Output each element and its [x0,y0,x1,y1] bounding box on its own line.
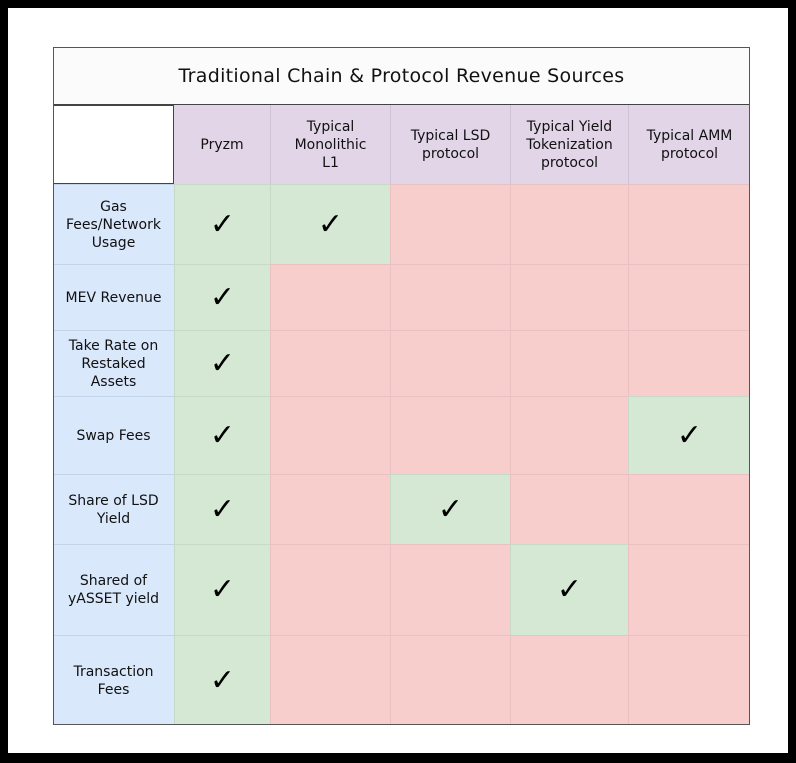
check-icon: ✓ [209,662,236,698]
cell-unsupported [510,264,628,330]
cell-supported: ✓ [390,474,510,544]
cell-supported: ✓ [628,396,750,474]
cell-unsupported [270,544,390,635]
row-header-take-rate: Take Rate on Restaked Assets [53,330,174,396]
cell-unsupported [510,396,628,474]
cell-unsupported [510,330,628,396]
cell-unsupported [628,184,750,264]
column-header-amm-protocol: Typical AMM protocol [628,105,750,184]
cell-unsupported [270,330,390,396]
check-icon: ✓ [209,417,236,453]
cell-unsupported [390,544,510,635]
cell-unsupported [270,635,390,725]
cell-supported: ✓ [174,264,270,330]
cell-unsupported [628,635,750,725]
check-icon: ✓ [209,279,236,315]
cell-unsupported [390,264,510,330]
column-header-monolithic-l1: Typical Monolithic L1 [270,105,390,184]
column-header-lsd-protocol: Typical LSD protocol [390,105,510,184]
cell-supported: ✓ [174,184,270,264]
check-icon: ✓ [209,206,236,242]
row-header-swap-fees: Swap Fees [53,396,174,474]
cell-supported: ✓ [174,330,270,396]
cell-supported: ✓ [174,474,270,544]
row-header-yasset-yield: Shared of yASSET yield [53,544,174,635]
cell-unsupported [390,396,510,474]
cell-unsupported [270,474,390,544]
check-icon: ✓ [209,345,236,381]
cell-unsupported [510,474,628,544]
cell-unsupported [628,544,750,635]
cell-unsupported [628,474,750,544]
cell-unsupported [390,330,510,396]
cell-supported: ✓ [174,635,270,725]
cell-unsupported [390,635,510,725]
check-icon: ✓ [209,491,236,527]
table-title: Traditional Chain & Protocol Revenue Sou… [53,47,750,105]
row-header-lsd-yield: Share of LSD Yield [53,474,174,544]
check-icon: ✓ [556,572,583,607]
cell-supported: ✓ [510,544,628,635]
cell-unsupported [628,264,750,330]
column-header-yield-tokenization: Typical Yield Tokenization protocol [510,105,628,184]
check-icon: ✓ [676,417,703,453]
column-header-pryzm: Pryzm [174,105,270,184]
check-icon: ✓ [317,206,344,242]
cell-supported: ✓ [174,396,270,474]
row-header-gas-fees: Gas Fees/Network Usage [53,184,174,264]
cell-unsupported [270,396,390,474]
cell-unsupported [270,264,390,330]
cell-unsupported [510,635,628,725]
corner-cell [53,105,174,184]
cell-unsupported [628,330,750,396]
row-header-mev-revenue: MEV Revenue [53,264,174,330]
cell-unsupported [390,184,510,264]
cell-supported: ✓ [270,184,390,264]
row-header-transaction-fees: Transaction Fees [53,635,174,725]
check-icon: ✓ [209,572,236,607]
cell-unsupported [510,184,628,264]
cell-supported: ✓ [174,544,270,635]
check-icon: ✓ [437,491,464,527]
